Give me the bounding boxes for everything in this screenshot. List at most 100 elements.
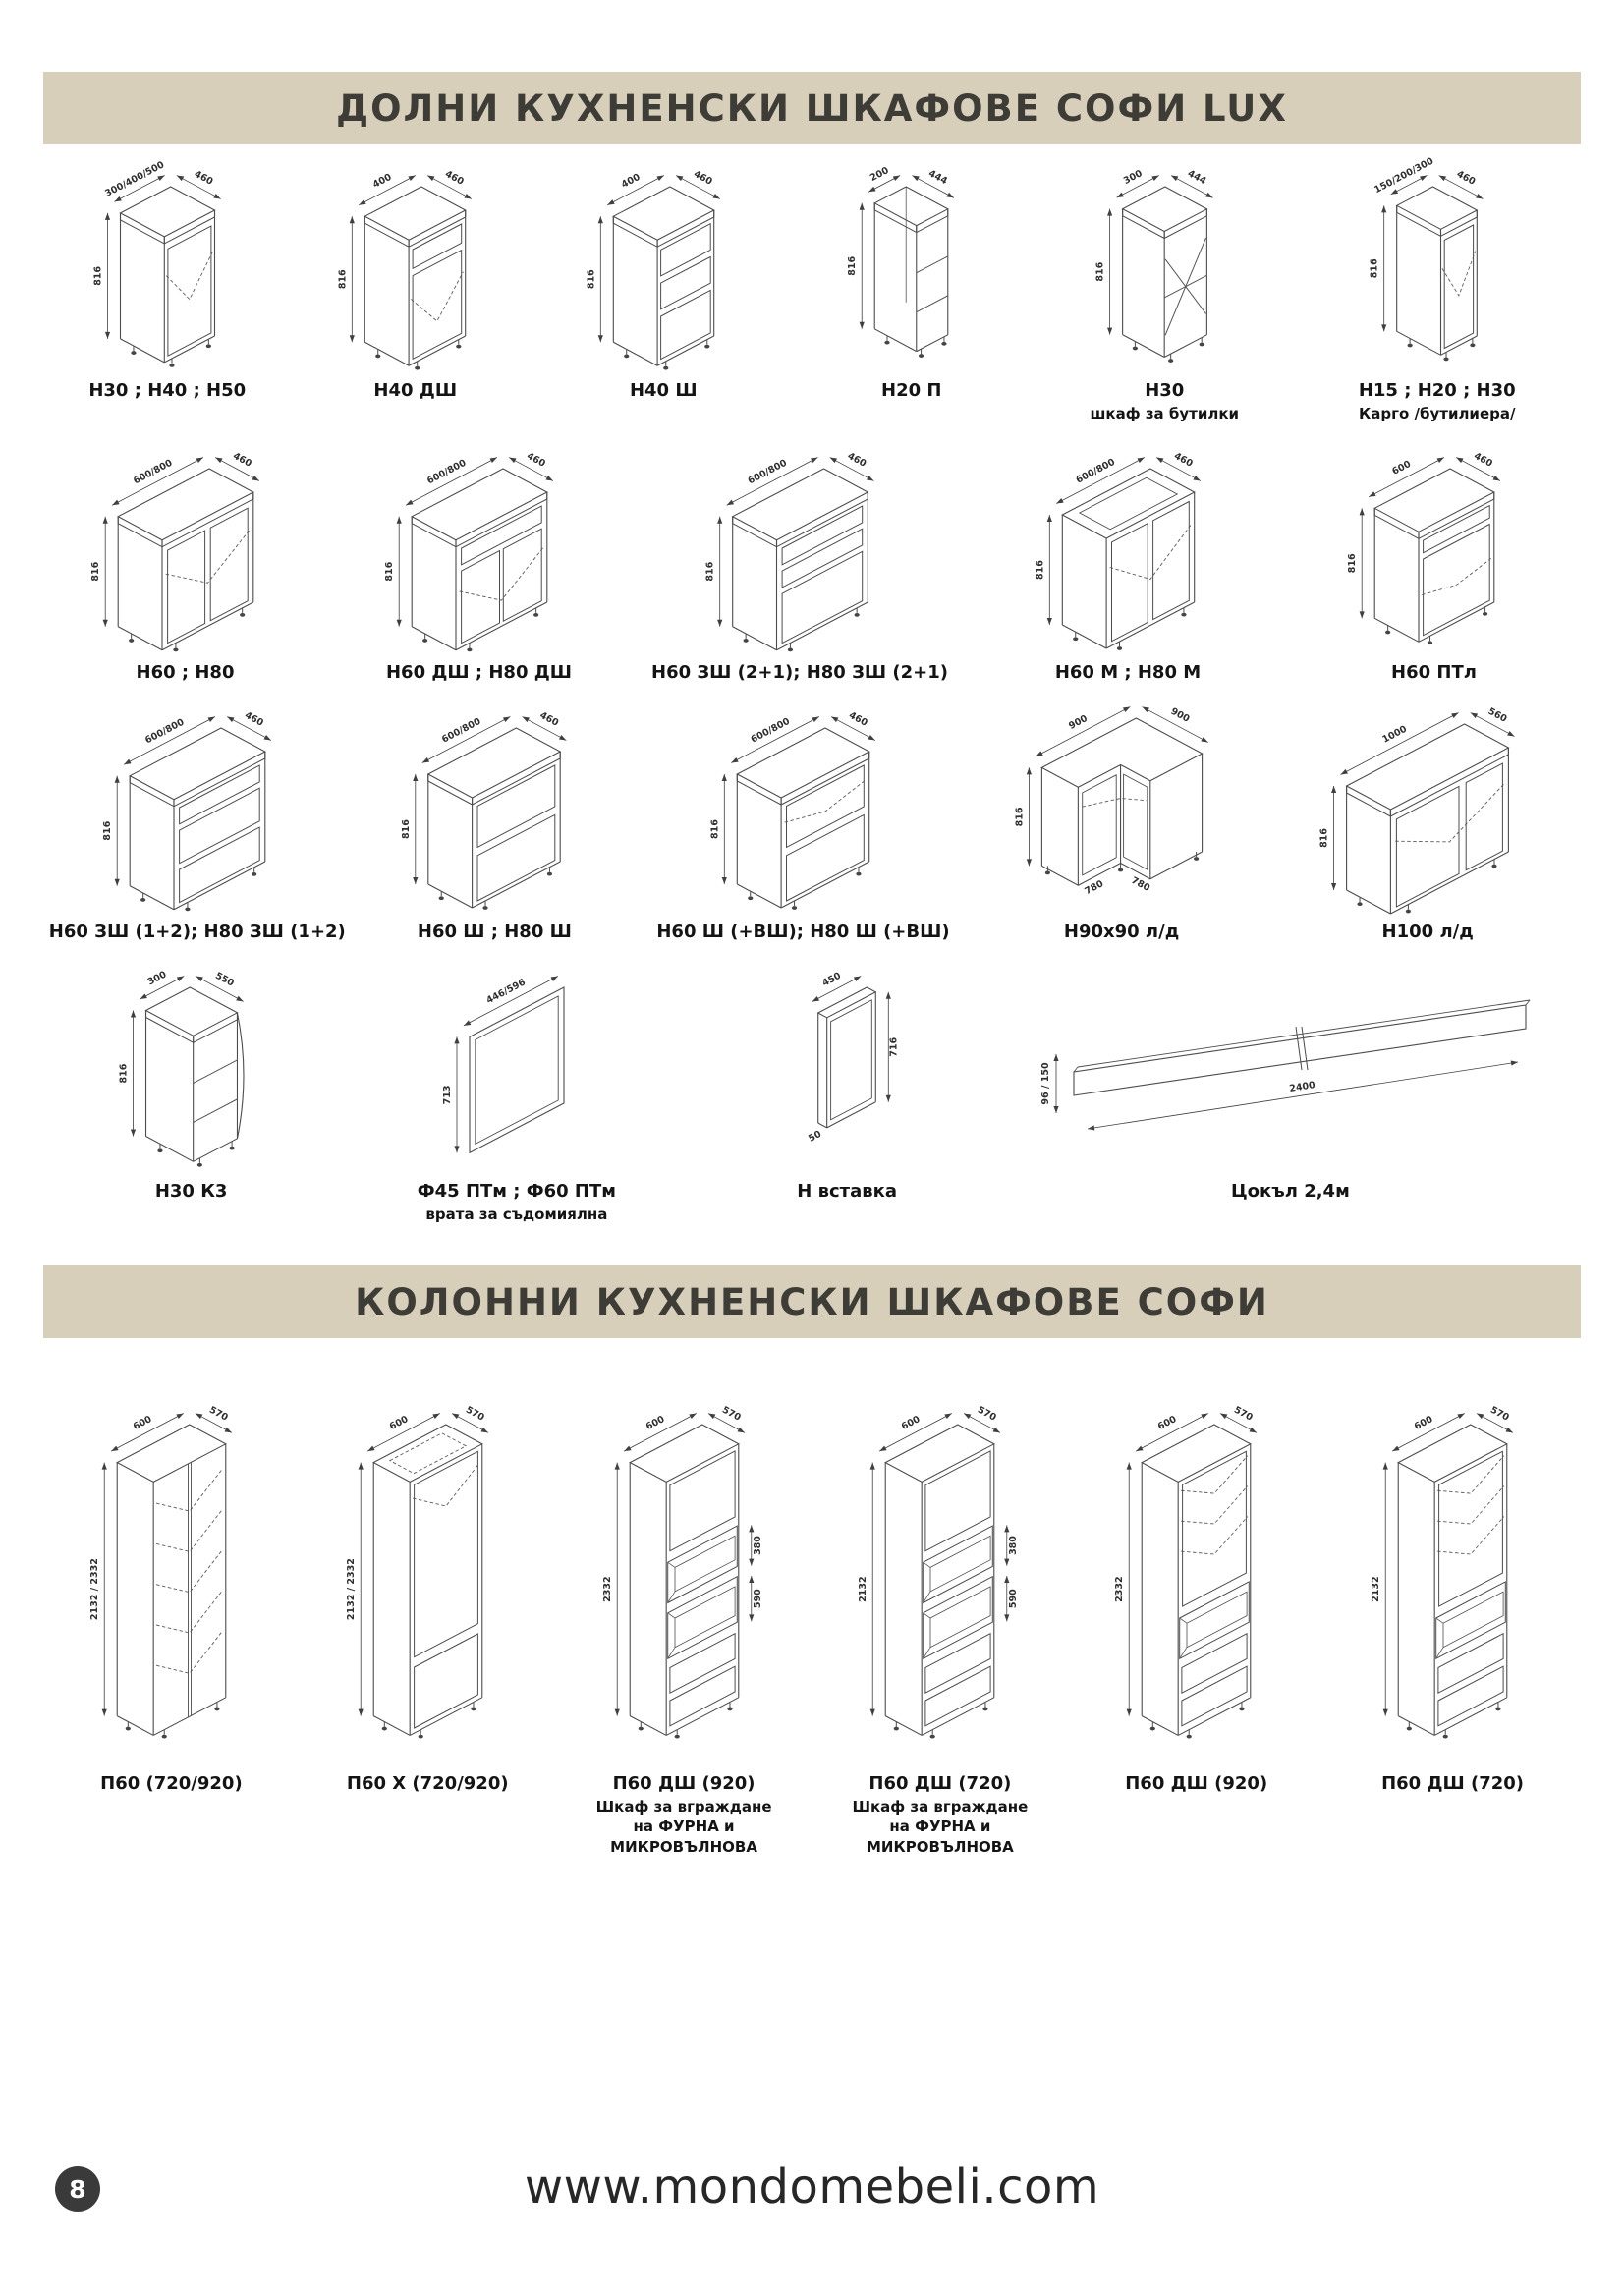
cabinet-label: Н100 л/д — [1381, 922, 1474, 943]
svg-text:300: 300 — [1122, 168, 1145, 187]
svg-text:550: 550 — [213, 971, 236, 989]
cabinet-label: П60 ДШ (720) — [868, 1773, 1012, 1794]
cabinet-label: Н60 Ш (+ВШ); Н80 Ш (+ВШ) — [656, 922, 950, 943]
svg-text:816: 816 — [1319, 828, 1330, 848]
svg-text:570: 570 — [720, 1405, 743, 1424]
cabinet-sublabel: шкаф за бутилки — [1090, 405, 1240, 422]
svg-text:460: 460 — [193, 169, 215, 188]
cabinet-label: Н20 П — [881, 380, 942, 401]
cabinet-sublabel: врата за съдомиялна — [425, 1205, 608, 1224]
svg-text:600: 600 — [387, 1414, 410, 1432]
svg-text:816: 816 — [92, 266, 103, 286]
cabinet-label: П60 ДШ (920) — [1125, 1773, 1268, 1794]
svg-text:2132: 2132 — [859, 1576, 869, 1601]
cabinet-label: Н60 ; Н80 — [136, 662, 235, 684]
cabinet-sublabel: Шкаф за вграждане на ФУРНА и МИКРОВЪЛНОВ… — [852, 1798, 1029, 1856]
svg-text:600/800: 600/800 — [440, 716, 483, 746]
website-url[interactable]: www.mondomebeli.com — [524, 2159, 1100, 2214]
svg-text:816: 816 — [1347, 553, 1358, 573]
section-title-tall: КОЛОННИ КУХНЕНСКИ ШКАФОВЕ СОФИ — [355, 1280, 1269, 1323]
svg-text:460: 460 — [525, 451, 547, 470]
cabinet-label: Н30 — [1145, 380, 1185, 401]
svg-text:816: 816 — [1370, 258, 1380, 278]
svg-text:816: 816 — [401, 819, 412, 839]
svg-text:400: 400 — [620, 172, 643, 191]
svg-text:590: 590 — [1008, 1589, 1019, 1608]
svg-text:590: 590 — [752, 1589, 762, 1608]
svg-text:460: 460 — [243, 710, 265, 729]
svg-text:816: 816 — [102, 821, 113, 841]
cabinet-label: Н60 Ш ; Н80 Ш — [417, 922, 572, 943]
cabinet-sublabel: Шкаф за вграждане на ФУРНА и МИКРОВЪЛНОВ… — [595, 1798, 772, 1856]
svg-text:600: 600 — [132, 1414, 154, 1432]
svg-text:570: 570 — [464, 1405, 486, 1424]
svg-text:50: 50 — [807, 1129, 823, 1145]
svg-text:816: 816 — [1035, 560, 1045, 580]
page-number: 8 — [69, 2174, 86, 2204]
svg-text:600: 600 — [1413, 1414, 1435, 1432]
cabinet-label: Н30 ; Н40 ; Н50 — [88, 380, 247, 401]
cabinet-label: Н60 ДШ ; Н80 ДШ — [385, 662, 573, 684]
cabinet-label: Н60 ЗШ (1+2); Н80 ЗШ (1+2) — [48, 922, 346, 943]
cabinet-label: П60 ДШ (720) — [1381, 1773, 1525, 1794]
cabinet-label: П60 Х (720/920) — [346, 1773, 509, 1794]
cabinet-label: П60 ДШ (920) — [612, 1773, 756, 1794]
cabinet-label: Н30 К3 — [154, 1181, 228, 1203]
svg-text:300: 300 — [145, 970, 168, 988]
section-header-base: ДОЛНИ КУХНЕНСКИ ШКАФОВЕ СОФИ LUX — [43, 72, 1581, 144]
cabinet-label: Н15 ; Н20 ; Н30 — [1358, 380, 1516, 401]
cabinet-label: Н60 ПТл — [1391, 662, 1477, 684]
svg-text:380: 380 — [752, 1536, 762, 1555]
svg-text:460: 460 — [443, 169, 466, 188]
svg-text:560: 560 — [1486, 706, 1509, 725]
svg-text:816: 816 — [709, 819, 720, 839]
svg-text:816: 816 — [384, 562, 395, 582]
cabinet-drawing: 600 570 2132 / 2332 — [346, 1405, 488, 1739]
svg-text:600/800: 600/800 — [749, 716, 792, 746]
svg-text:600/800: 600/800 — [1074, 457, 1117, 486]
cabinet-label: П60 (720/920) — [100, 1773, 243, 1794]
svg-text:900: 900 — [1067, 713, 1090, 732]
svg-text:816: 816 — [1094, 261, 1105, 281]
svg-text:2132 / 2332: 2132 / 2332 — [89, 1558, 100, 1620]
svg-text:2132 / 2332: 2132 / 2332 — [346, 1558, 357, 1620]
svg-text:570: 570 — [207, 1405, 230, 1424]
svg-text:816: 816 — [1014, 807, 1025, 826]
svg-text:400: 400 — [371, 172, 394, 191]
svg-text:816: 816 — [704, 562, 715, 582]
svg-text:2132: 2132 — [1371, 1576, 1381, 1601]
cabinet-label: Н вставка — [797, 1181, 897, 1203]
